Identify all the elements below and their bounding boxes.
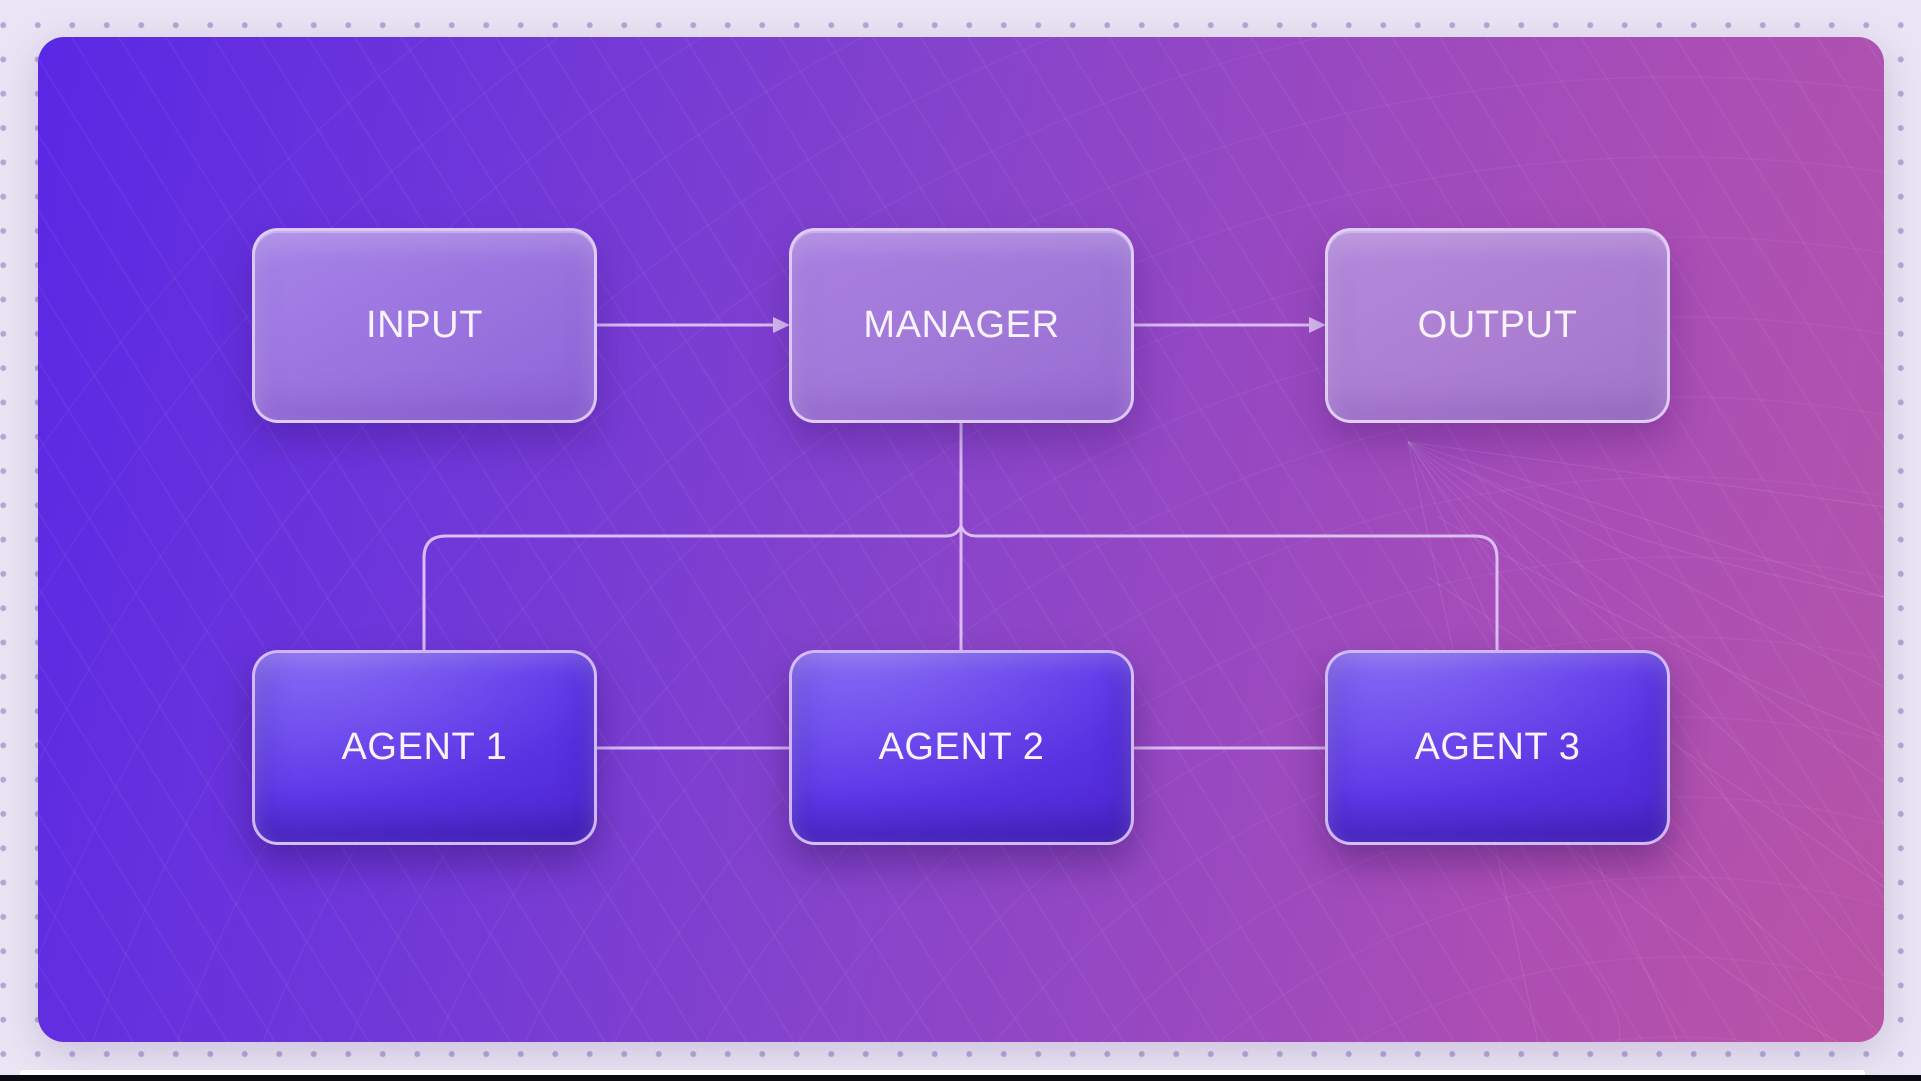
arrowhead-into-output: [1309, 317, 1326, 333]
edge-manager-agent1: [422, 525, 963, 650]
edge-manager-agent3: [959, 525, 1499, 650]
node-agent1-label: AGENT 1: [341, 726, 508, 768]
node-output-label: OUTPUT: [1417, 304, 1578, 346]
connector-lines: [422, 317, 1499, 750]
arrowhead-into-manager: [773, 317, 790, 333]
node-agent3-label: AGENT 3: [1414, 726, 1581, 768]
node-agent1: AGENT 1: [252, 650, 597, 845]
concentric-arcs: [38, 37, 1884, 1042]
bottom-black-bar: [0, 1075, 1921, 1081]
node-manager: MANAGER: [789, 228, 1134, 423]
node-input-label: INPUT: [366, 304, 483, 346]
node-agent2-label: AGENT 2: [878, 726, 1045, 768]
bottom-white-strip: [20, 1070, 1865, 1077]
node-agent3: AGENT 3: [1325, 650, 1670, 845]
node-output: OUTPUT: [1325, 228, 1670, 423]
diagram-panel: INPUT MANAGER OUTPUT AGENT 1 AGENT 2 AGE…: [38, 37, 1884, 1042]
node-input: INPUT: [252, 228, 597, 423]
node-agent2: AGENT 2: [789, 650, 1134, 845]
node-manager-label: MANAGER: [863, 304, 1060, 346]
